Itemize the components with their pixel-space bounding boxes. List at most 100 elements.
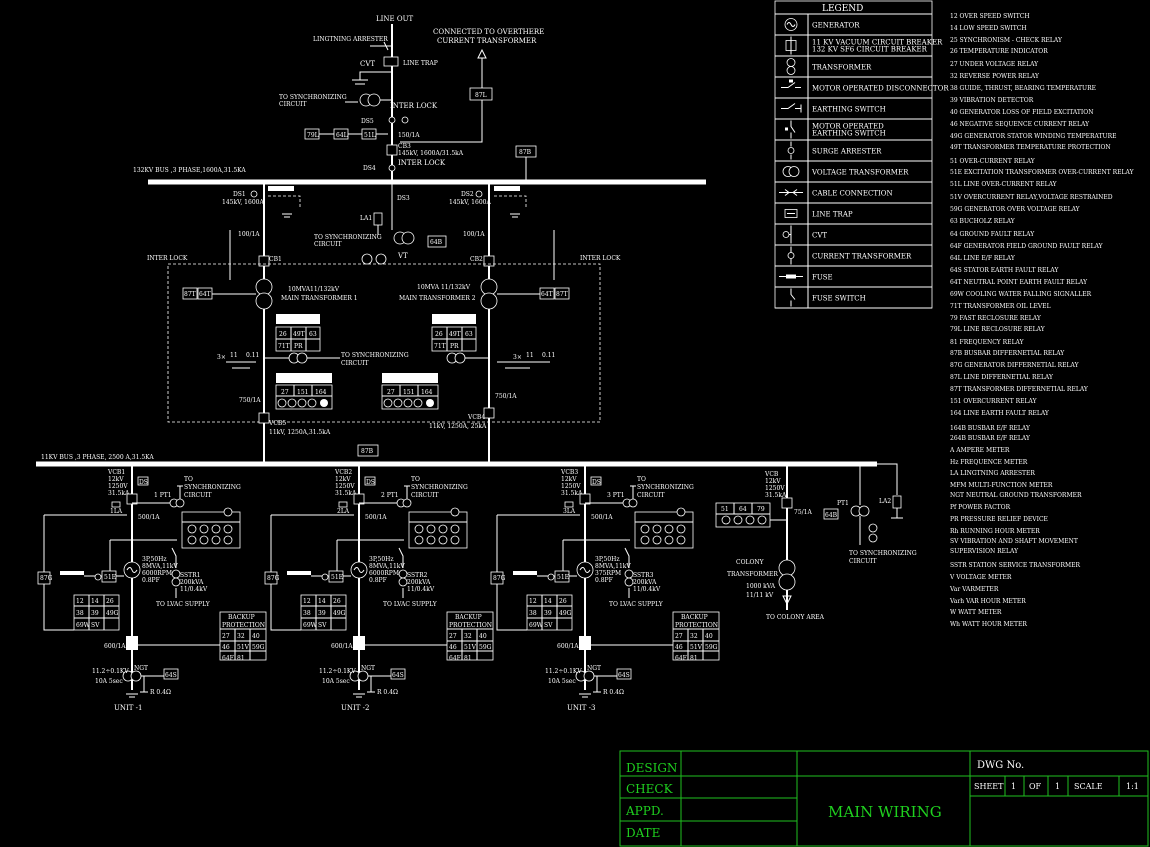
unit-sstr-3: 11/0.4kV: [180, 586, 208, 593]
relay-code-item: Var VARMETER: [949, 586, 999, 593]
unit-backup-2: PROTECTION: [675, 622, 718, 629]
relay-code-item: 87T TRANSFORMER DIFFERNETIAL RELAY: [950, 386, 1089, 393]
cb3-label: CB3: [398, 143, 411, 150]
unit-r64s: 64S: [618, 672, 630, 679]
unit-backup-cell: 40: [479, 633, 487, 640]
unit-to-sync-1: TO: [637, 476, 646, 483]
legend-label: TRANSFORMER: [812, 64, 872, 72]
bus-132kv-label: 132KV BUS ,3 PHASE,1600A,31.5KA: [133, 167, 246, 174]
relay-code-item: 32 REVERSE POWER RELAY: [950, 73, 1040, 80]
relay-code-item: 59G GENERATOR OVER VOLTAGE RELAY: [950, 206, 1081, 213]
tr1-name: MAIN TRANSFORMER 1: [281, 295, 358, 302]
colony-to-sync-1: TO SYNCHRONIZING: [849, 550, 917, 557]
inter-lock-top-2: INTER LOCK: [398, 159, 446, 167]
to-sync-top-1: TO SYNCHRONIZING: [279, 94, 347, 101]
unit-relay-cell: SV: [318, 622, 327, 629]
colony-vcb-4: 31.5kA: [765, 492, 787, 499]
unit-relay-cell: SV: [544, 622, 553, 629]
unit-relay-51e: 51E: [557, 574, 569, 581]
unit-la-label: 3LA: [563, 508, 576, 515]
motor-disconnector-icon: [781, 79, 801, 88]
check-label: CHECK: [626, 782, 674, 796]
colony-tr-1: COLONY: [736, 559, 765, 566]
legend-label: 132 KV SF6 CIRCUIT BREAKER: [812, 46, 928, 54]
cvt-icon: [782, 225, 792, 244]
unit-relay-51e: 51E: [104, 574, 116, 581]
unit-lvac: TO LVAC SUPPLY: [609, 601, 664, 608]
relay-code-item: 14 LOW SPEED SWITCH: [950, 25, 1027, 32]
unit-backup-2: PROTECTION: [222, 622, 265, 629]
line-trap-icon: [784, 209, 798, 218]
tr2-r71t: 71T: [434, 343, 446, 350]
relay-code-item: 87B BUSBAR DIFFERNETIAL RELAY: [950, 350, 1065, 357]
sheet-value: 1: [1011, 782, 1016, 791]
line-trap-label: LINE TRAP: [403, 60, 438, 67]
relay-87t-right: 87T: [556, 291, 568, 298]
legend-label: EARTHING SWITCH: [812, 106, 886, 114]
fuse-switch-icon: [790, 288, 796, 307]
unit-backup-cell: 51V: [237, 644, 250, 651]
unit-backup-cell: 46: [449, 644, 457, 651]
to-sync-mid-2: CIRCUIT: [314, 241, 342, 248]
ds1-label: DS1: [233, 191, 246, 198]
tr1-rating: 10MVA11/132kV: [288, 286, 340, 293]
relay-code-item: 49G GENERATOR STATOR WINDING TEMPERATURE: [950, 133, 1116, 140]
unit-relay-cell: 49G: [333, 610, 346, 617]
of-value: 1: [1055, 782, 1060, 791]
unit-backup-cell: 81: [464, 655, 472, 662]
connected-ct-1: CONNECTED TO OVERTHERE: [433, 28, 544, 36]
unit-sstr-2: 200kVA: [180, 579, 204, 586]
relay-code-item: 51 OVER-CURRENT RELAY: [950, 158, 1036, 165]
unit-to-sync-3: CIRCUIT: [637, 492, 665, 499]
hv-vt-left-3x: 3×: [217, 354, 226, 361]
unit-relay-cell: 26: [333, 598, 341, 605]
relay-code-item: A AMPERE METER: [949, 447, 1010, 454]
unit-la-label: 2LA: [337, 508, 350, 515]
to-sync-top-2: CIRCUIT: [279, 101, 307, 108]
relay-code-item: 64L LINE E/F RELAY: [950, 255, 1016, 262]
tr1-r49t: 49T: [293, 331, 305, 338]
tr2-r49t: 49T: [449, 331, 461, 338]
unit-backup-cell: 64F: [449, 655, 461, 662]
unit-lvac: TO LVAC SUPPLY: [383, 601, 438, 608]
drawing-title: MAIN WIRING: [828, 803, 942, 821]
relay-code-item: 12 OVER SPEED SWITCH: [950, 13, 1030, 20]
legend-label: 11 KV VACUUM CIRCUIT BREAKER: [812, 39, 943, 47]
relay-code-item: 151 OVERCURRENT RELAY: [950, 398, 1038, 405]
fuse-icon: [779, 274, 803, 279]
vcb5-rating: 11kV, 1250A,31.5kA: [269, 429, 331, 436]
legend-label: MOTOR OPERATED: [812, 123, 884, 131]
colony-to-sync-2: CIRCUIT: [849, 558, 877, 565]
unit-vcb-kv: 12kV: [108, 476, 124, 483]
relay-87b-top: 87B: [519, 149, 532, 156]
connected-ct-2: CURRENT TRANSFORMER: [437, 37, 537, 45]
relay-64l: 64L: [336, 132, 348, 139]
unit-ct600: 600/1A: [557, 643, 579, 650]
motor-earthing-switch-icon: [785, 120, 796, 139]
inter-lock-top: INTER LOCK: [390, 102, 438, 110]
colony-tr-4: 11/11 kV: [746, 592, 774, 599]
ct2-label: 100/1A: [463, 231, 485, 238]
legend-label: FUSE SWITCH: [812, 295, 866, 303]
breaker-icon: [785, 36, 797, 55]
unit-sstr-2: 200kVA: [633, 579, 657, 586]
relay-code-item: Wh WATT HOUR METER: [950, 621, 1027, 628]
unit-relay-cell: SV: [91, 622, 100, 629]
unit-sstr-1: SSTR3: [633, 572, 654, 579]
unit-relay-cell: 39: [544, 610, 552, 617]
legend-label: EARTHING SWITCH: [812, 130, 886, 138]
vcb5-breaker: [258, 412, 270, 424]
unit-gen-4: 0.8PF: [369, 577, 387, 584]
unit-relay-51e: 51E: [331, 574, 343, 581]
lv-relay-box-2: 27 151 164: [381, 373, 439, 410]
unit-relay-cell: 39: [91, 610, 99, 617]
relay-code-item: SSTR STATION SERVICE TRANSFORMER: [950, 562, 1080, 569]
unit-ngt: NGT: [587, 665, 601, 672]
unit-to-sync-2: SYNCHRONIZING: [411, 484, 468, 491]
appd-label: APPD.: [625, 804, 664, 818]
unit-vcb-name: VCB1: [107, 469, 125, 476]
relay-code-item: 46 NEGATIVE SEQUENCE CURRENT RELAY: [950, 121, 1090, 128]
unit-vcb-kv: 12kV: [561, 476, 577, 483]
of-label: OF: [1029, 782, 1042, 791]
unit-sstr-1: SSTR1: [180, 572, 200, 579]
